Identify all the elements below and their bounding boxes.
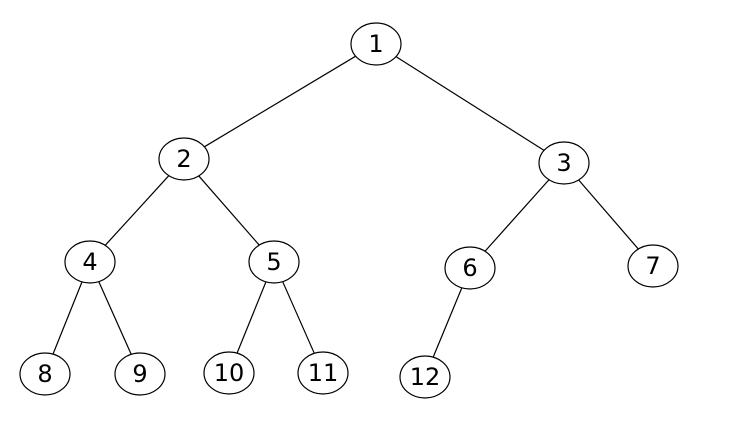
tree-node-1: 1 <box>350 22 402 66</box>
edge-4-8 <box>52 281 83 355</box>
node-label: 5 <box>266 248 281 276</box>
tree-node-11: 11 <box>297 351 349 395</box>
node-label: 8 <box>37 360 52 388</box>
node-circle <box>19 352 71 396</box>
node-label: 7 <box>645 252 660 280</box>
node-circle <box>538 141 590 185</box>
edge-4-9 <box>98 281 132 355</box>
tree-node-9: 9 <box>114 352 166 396</box>
tree-node-4: 4 <box>64 240 116 284</box>
edge-1-2 <box>204 55 356 148</box>
edge-5-10 <box>236 281 267 354</box>
edge-6-12 <box>432 287 463 358</box>
edge-2-5 <box>198 175 260 246</box>
node-circle <box>399 355 451 399</box>
node-label: 4 <box>82 248 97 276</box>
node-label: 9 <box>132 360 147 388</box>
node-label: 11 <box>308 359 339 387</box>
edge-3-7 <box>578 179 639 250</box>
node-circle <box>444 246 496 290</box>
node-label: 1 <box>368 30 383 58</box>
tree-node-3: 3 <box>538 141 590 185</box>
node-circle <box>627 244 679 288</box>
node-label: 10 <box>214 359 245 387</box>
node-circle <box>297 351 349 395</box>
tree-node-12: 12 <box>399 355 451 399</box>
edge-2-4 <box>104 175 170 246</box>
tree-node-6: 6 <box>444 246 496 290</box>
tree-node-5: 5 <box>248 240 300 284</box>
node-label: 6 <box>462 254 477 282</box>
node-label: 12 <box>410 363 441 391</box>
node-circle <box>114 352 166 396</box>
edge-1-3 <box>395 56 545 151</box>
node-circle <box>203 351 255 395</box>
edge-5-11 <box>282 281 315 354</box>
tree-node-10: 10 <box>203 351 255 395</box>
node-label: 3 <box>556 149 571 177</box>
edge-3-6 <box>484 179 550 252</box>
edges-layer <box>52 55 639 358</box>
node-circle <box>64 240 116 284</box>
tree-node-8: 8 <box>19 352 71 396</box>
node-circle <box>350 22 402 66</box>
tree-node-2: 2 <box>158 137 210 181</box>
node-circle <box>248 240 300 284</box>
tree-node-7: 7 <box>627 244 679 288</box>
node-circle <box>158 137 210 181</box>
node-label: 2 <box>176 145 191 173</box>
